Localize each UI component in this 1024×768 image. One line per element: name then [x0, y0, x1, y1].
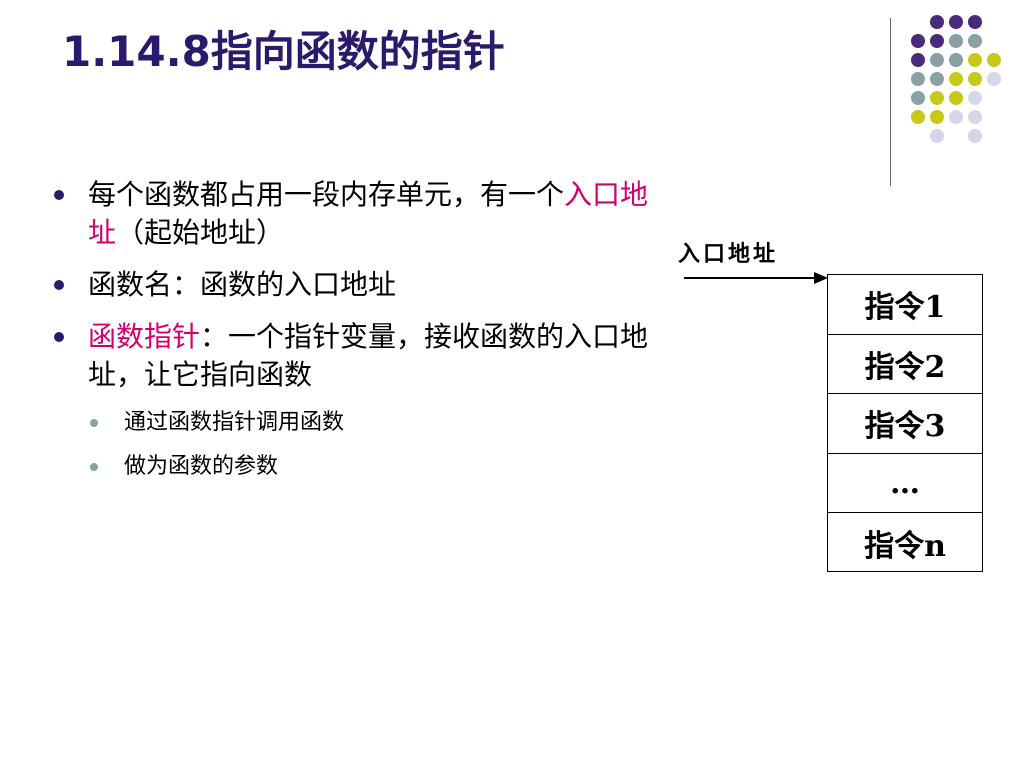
- instruction-cell: 指令1: [828, 275, 982, 335]
- instruction-cell: 指令2: [828, 335, 982, 395]
- entry-address-label: 入口地址: [678, 241, 779, 267]
- bullet-highlight: 函数指针: [88, 320, 201, 353]
- instruction-memory-block: 指令1 指令2 指令3 … 指令n: [827, 274, 983, 572]
- bullet-text: 函数名：函数的入口地址: [88, 268, 397, 301]
- decorative-dot: [949, 72, 963, 86]
- bullet-item-3: 函数指针：一个指针变量，接收函数的入口地址，让它指向函数: [52, 318, 652, 394]
- decorative-dot: [930, 91, 944, 105]
- decorative-dot: [930, 110, 944, 124]
- sub-bullet-item-1: 通过函数指针调用函数: [52, 408, 652, 438]
- bullet-item-2: 函数名：函数的入口地址: [52, 266, 652, 304]
- decorative-dot: [968, 129, 982, 143]
- decorative-dot: [949, 91, 963, 105]
- instruction-cell: 指令3: [828, 394, 982, 454]
- decorative-dot: [968, 15, 982, 29]
- decorative-dot: [968, 34, 982, 48]
- decorative-dot: [911, 72, 925, 86]
- decorative-dot: [930, 34, 944, 48]
- instruction-cell: …: [828, 454, 982, 514]
- sub-bullet-item-2: 做为函数的参数: [52, 452, 652, 482]
- decorative-dot: [949, 34, 963, 48]
- bullet-item-1: 每个函数都占用一段内存单元，有一个入口地址（起始地址）: [52, 176, 652, 252]
- decorative-dot: [911, 34, 925, 48]
- bullet-text: ：一个指针变量，接收函数的入口地址，让它指向函数: [88, 320, 649, 391]
- decorative-dot: [911, 53, 925, 67]
- vertical-divider: [890, 18, 891, 186]
- instruction-cell: 指令n: [864, 529, 946, 565]
- decorative-dot: [949, 53, 963, 67]
- decorative-dot: [968, 53, 982, 67]
- decorative-dot: [968, 72, 982, 86]
- decorative-dot: [930, 72, 944, 86]
- decorative-dot: [968, 91, 982, 105]
- bullet-text: （起始地址）: [116, 216, 285, 249]
- entry-arrow: [684, 272, 828, 284]
- decorative-dot: [930, 15, 944, 29]
- decorative-dot: [949, 15, 963, 29]
- decorative-dot: [930, 53, 944, 67]
- decorative-dot: [949, 110, 963, 124]
- slide-title: 1.14.8指向函数的指针: [62, 27, 505, 76]
- decorative-dot: [968, 110, 982, 124]
- decorative-dot: [987, 72, 1001, 86]
- decorative-dot: [911, 110, 925, 124]
- bullet-highlight: 入口地址: [88, 178, 649, 249]
- decorative-dot: [987, 53, 1001, 67]
- bullet-list: 每个函数都占用一段内存单元，有一个入口地址（起始地址） 函数名：函数的入口地址 …: [52, 176, 652, 496]
- decorative-dot: [930, 129, 944, 143]
- decorative-dot: [911, 91, 925, 105]
- bullet-text: 每个函数都占用一段内存单元，有一个: [88, 178, 565, 211]
